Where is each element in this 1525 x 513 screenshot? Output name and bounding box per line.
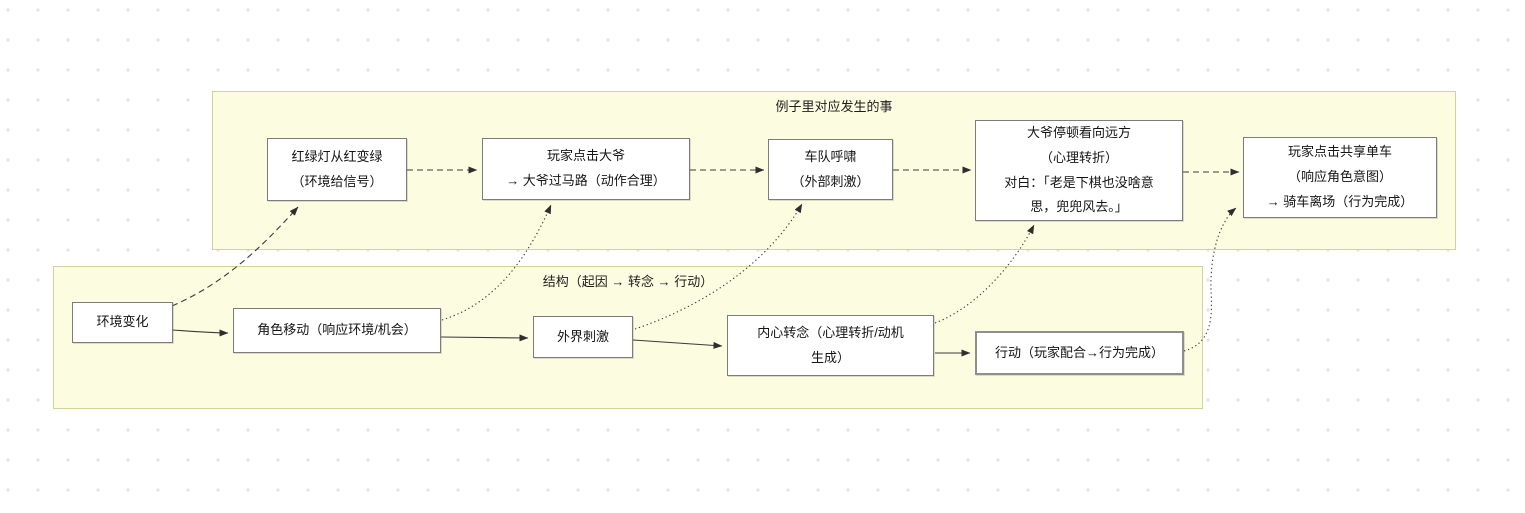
node-environment-change[interactable]: 环境变化 [72,302,173,343]
node-inner-turn[interactable]: 内心转念（心理转折/动机 生成） [727,315,934,376]
node-action[interactable]: 行动（玩家配合→行为完成） [975,331,1184,375]
node-character-move[interactable]: 角色移动（响应环境/机会） [233,308,441,353]
node-player-clicks-shared-bike[interactable]: 玩家点击共享单车 （响应角色意图） → 骑车离场（行为完成） [1243,137,1437,218]
frame-structure-title: 结构（起因 → 转念 → 行动） [542,274,714,289]
node-grandpa-pauses-gaze[interactable]: 大爷停顿看向远方 （心理转折） 对白：「老是下棋也没啥意 思，兜兜风去。」 [975,120,1183,221]
node-traffic-light-turns-green[interactable]: 红绿灯从红变绿 （环境给信号） [267,138,407,201]
node-external-stimulus[interactable]: 外界刺激 [533,316,633,358]
node-player-clicks-grandpa[interactable]: 玩家点击大爷 → 大爷过马路（动作合理） [482,138,690,200]
frame-example-events-title: 例子里对应发生的事 [775,99,893,114]
node-motorcade-whoosh[interactable]: 车队呼啸 （外部刺激） [768,139,893,200]
